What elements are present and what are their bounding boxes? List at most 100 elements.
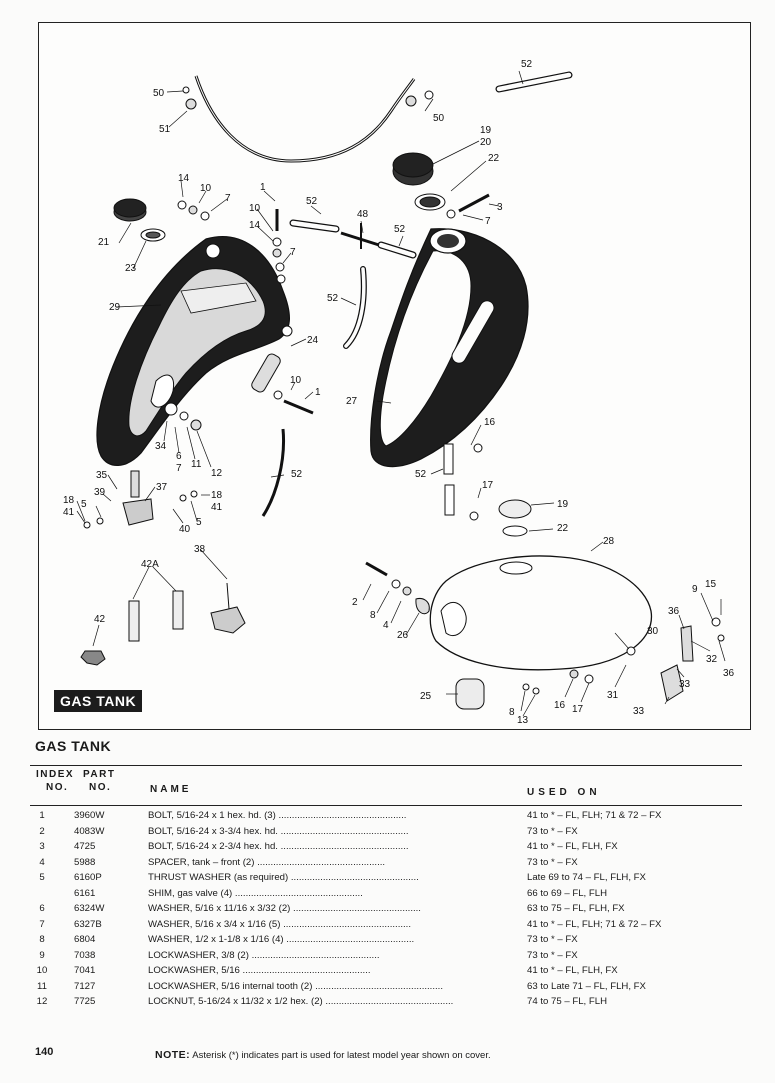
- part-number-cell: 6324W: [74, 903, 105, 914]
- table-row: 11 7127 LOCKWASHER, 5/16 internal tooth (2…: [30, 981, 742, 997]
- index-cell: 5: [39, 872, 45, 883]
- callout-41a: 41: [63, 507, 75, 518]
- callout-1a: 1: [260, 182, 266, 193]
- callout-5a: 5: [81, 499, 87, 510]
- callout-16b: 16: [554, 700, 566, 711]
- callout-52f: 52: [415, 469, 427, 480]
- index-cell: 9: [39, 949, 45, 961]
- header-used-on: USED ON: [527, 787, 601, 798]
- header-index-no: NO.: [46, 782, 69, 793]
- callout-14b: 14: [249, 220, 261, 231]
- note-text: Asterisk (*) indicates part is used for …: [192, 1050, 491, 1061]
- part-number-cell: 3960W: [74, 810, 105, 821]
- callout-26: 26: [397, 630, 409, 641]
- header-part-no: NO.: [89, 782, 112, 793]
- callout-2: 2: [352, 597, 358, 608]
- callout-41b: 41: [211, 502, 223, 513]
- index-cell: 4: [39, 856, 45, 868]
- part-number-cell: 6804: [74, 934, 96, 945]
- part-number-cell: 5988: [74, 856, 96, 868]
- part-number-cell: 7127: [74, 980, 96, 992]
- callout-15: 15: [705, 579, 717, 590]
- callout-1b: 1: [315, 387, 321, 398]
- callout-52a: 52: [521, 59, 533, 70]
- used-on-cell: 73 to * – FX: [527, 934, 578, 945]
- callout-42a: 42A: [141, 559, 159, 570]
- callout-14a: 14: [178, 173, 190, 184]
- name-cell: THRUST WASHER (as required) ............…: [148, 872, 419, 883]
- index-cell: 10: [36, 965, 48, 976]
- used-on-cell: 73 to * – FX: [527, 825, 578, 837]
- part-number-cell: 7038: [74, 949, 96, 961]
- name-cell: SHIM, gas valve (4) ....................…: [148, 887, 363, 899]
- used-on-cell: 41 to * – FL, FLH, FX: [527, 965, 618, 976]
- header-index-label: INDEX: [36, 769, 75, 780]
- callout-19a: 19: [480, 125, 492, 136]
- name-cell: WASHER, 5/16 x 3/4 x 1/16 (5) ..........…: [148, 918, 412, 930]
- callout-36b: 36: [723, 668, 735, 679]
- index-cell: 8: [39, 934, 45, 945]
- callout-8a: 8: [370, 610, 376, 621]
- callout-52e: 52: [291, 469, 303, 480]
- name-cell: WASHER, 5/16 x 11/16 x 3/32 (2) ........…: [148, 903, 421, 914]
- callout-labels: 50 51 50 52 19 20 22 3 7 48 52 52 52 24 …: [63, 59, 735, 726]
- callout-40: 40: [179, 524, 191, 535]
- callout-42: 42: [94, 614, 106, 625]
- note-label: NOTE:: [155, 1049, 191, 1061]
- name-cell: BOLT, 5/16-24 x 3-3/4 hex. hd. .........…: [148, 825, 409, 837]
- callout-4: 4: [383, 620, 389, 631]
- callout-5b: 5: [196, 517, 202, 528]
- name-cell: BOLT, 5/16-24 x 2-3/4 hex. hd. .........…: [148, 841, 409, 852]
- used-on-cell: 73 to * – FX: [527, 949, 578, 961]
- used-on-cell: 73 to * – FX: [527, 856, 578, 868]
- callout-23: 23: [125, 263, 137, 274]
- callout-7b: 7: [225, 193, 231, 204]
- callout-33b: 33: [633, 706, 645, 717]
- callout-10a: 10: [290, 375, 302, 386]
- lower-tank: [429, 555, 653, 710]
- callout-19b: 19: [557, 499, 569, 510]
- callout-29: 29: [109, 302, 121, 313]
- used-on-cell: Late 69 to 74 – FL, FLH, FX: [527, 872, 646, 883]
- callout-8b: 8: [509, 707, 515, 718]
- callout-18b: 18: [211, 490, 223, 501]
- part-number-cell: 7725: [74, 996, 96, 1007]
- part-number-cell: 6327B: [74, 918, 102, 930]
- used-on-cell: 41 to * – FL, FLH; 71 & 72 – FX: [527, 918, 662, 930]
- callout-13: 13: [517, 715, 529, 726]
- table-row: 6 6324W WASHER, 5/16 x 11/16 x 3/32 (2) ..…: [30, 903, 742, 919]
- name-cell: LOCKWASHER, 5/16 internal tooth (2) ....…: [148, 980, 444, 992]
- small-parts: [80, 86, 725, 702]
- callout-48: 48: [357, 209, 369, 220]
- used-on-cell: 63 to 75 – FL, FLH, FX: [527, 903, 625, 914]
- header-rule: [30, 805, 742, 806]
- callout-39: 39: [94, 487, 106, 498]
- used-on-cell: 66 to 69 – FL, FLH: [527, 887, 607, 899]
- callout-38: 38: [194, 544, 206, 555]
- callout-36a: 36: [668, 606, 680, 617]
- header-name: NAME: [150, 784, 192, 795]
- crossover-hose: [194, 71, 573, 517]
- callout-18a: 18: [63, 495, 75, 506]
- callout-10b: 10: [200, 183, 212, 194]
- callout-31: 31: [607, 690, 619, 701]
- index-cell: 6: [39, 903, 45, 914]
- left-tank-half: [96, 236, 293, 466]
- section-title: GAS TANK: [35, 738, 112, 754]
- index-cell: 11: [37, 980, 47, 992]
- name-cell: LOCKWASHER, 5/16 .......................…: [148, 965, 371, 976]
- callout-22b: 22: [557, 523, 569, 534]
- name-cell: LOCKWASHER, 3/8 (2) ....................…: [148, 949, 380, 961]
- used-on-cell: 41 to * – FL, FLH, FX: [527, 841, 618, 852]
- callout-3: 3: [497, 202, 503, 213]
- callout-51: 51: [159, 124, 171, 135]
- callout-6: 6: [176, 451, 182, 462]
- callout-52b: 52: [306, 196, 318, 207]
- callout-22a: 22: [488, 153, 500, 164]
- leader-lines: [76, 70, 726, 717]
- gas-tank-badge: GAS TANK: [54, 690, 143, 712]
- callout-7c: 7: [290, 247, 296, 258]
